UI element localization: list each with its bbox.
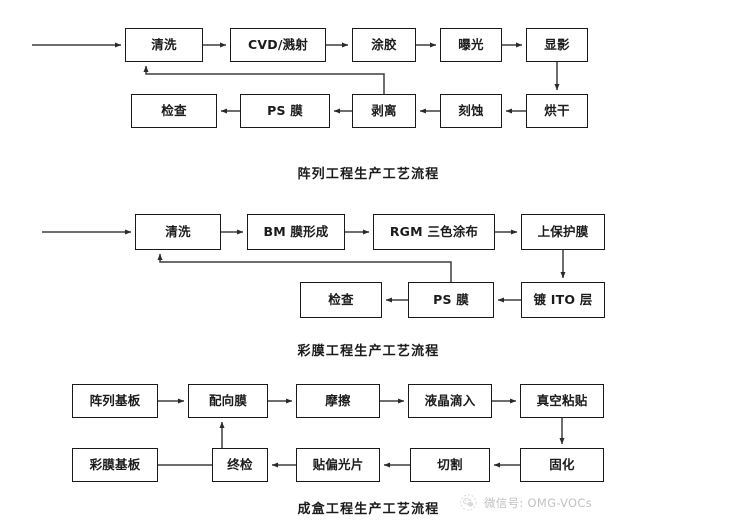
- process-box-m5: 镀 ITO 层: [521, 282, 605, 318]
- process-box-label: 显影: [544, 37, 570, 53]
- process-box-label: PS 膜: [267, 103, 303, 119]
- process-box-n7: 刻蚀: [440, 94, 502, 128]
- process-box-m1: 清洗: [135, 214, 221, 250]
- process-box-label: 剥离: [371, 103, 397, 119]
- process-box-n3: 涂胶: [352, 28, 416, 62]
- process-box-label: 终检: [227, 457, 253, 473]
- wechat-logo-icon: [460, 494, 477, 511]
- process-box-n4: 曝光: [440, 28, 502, 62]
- process-box-m6: PS 膜: [408, 282, 494, 318]
- process-box-label: 固化: [549, 457, 575, 473]
- process-box-c7: 切割: [410, 448, 490, 482]
- process-box-label: 阵列基板: [89, 393, 141, 409]
- process-box-m2: BM 膜形成: [247, 214, 345, 250]
- process-box-m7: 检查: [300, 282, 382, 318]
- process-box-m4: 上保护膜: [521, 214, 605, 250]
- process-box-label: 液晶滴入: [424, 393, 476, 409]
- process-box-n1: 清洗: [125, 28, 203, 62]
- process-box-n5: 显影: [526, 28, 588, 62]
- flow-arrow: [143, 65, 385, 94]
- process-box-n6: 烘干: [526, 94, 588, 128]
- process-box-label: CVD/溅射: [248, 37, 308, 53]
- process-box-label: 镀 ITO 层: [533, 292, 593, 308]
- flow-arrow: [157, 253, 452, 282]
- watermark-text: 微信号: OMG-VOCs: [484, 495, 593, 510]
- process-box-c3: 摩擦: [296, 384, 380, 418]
- process-box-label: 配向膜: [208, 393, 248, 409]
- process-box-c4: 液晶滴入: [408, 384, 492, 418]
- process-box-m3: RGM 三色涂布: [373, 214, 495, 250]
- process-box-label: 上保护膜: [537, 224, 589, 240]
- process-box-c8: 贴偏光片: [296, 448, 380, 482]
- process-box-label: 烘干: [544, 103, 570, 119]
- process-box-label: 检查: [328, 292, 354, 308]
- process-box-label: 彩膜基板: [89, 457, 141, 473]
- process-box-n10: 检查: [131, 94, 217, 128]
- diagram-title-2: 彩膜工程生产工艺流程: [297, 344, 440, 359]
- process-box-label: 清洗: [151, 37, 177, 53]
- diagram-title-1: 阵列工程生产工艺流程: [297, 167, 440, 182]
- process-box-label: 摩擦: [325, 393, 351, 409]
- process-box-label: 涂胶: [371, 37, 397, 53]
- process-box-n2: CVD/溅射: [230, 28, 326, 62]
- process-box-label: 贴偏光片: [312, 457, 364, 473]
- process-box-label: 刻蚀: [458, 103, 484, 119]
- process-box-c2: 配向膜: [188, 384, 268, 418]
- process-box-label: BM 膜形成: [263, 224, 329, 240]
- process-box-c1: 阵列基板: [72, 384, 158, 418]
- process-box-label: 切割: [437, 457, 463, 473]
- process-box-label: 真空粘贴: [536, 393, 588, 409]
- process-box-n9: PS 膜: [240, 94, 330, 128]
- diagram-title-3: 成盒工程生产工艺流程: [297, 502, 440, 517]
- process-box-n8: 剥离: [352, 94, 416, 128]
- process-box-label: 检查: [161, 103, 187, 119]
- process-box-c5: 真空粘贴: [520, 384, 604, 418]
- process-box-c6: 固化: [520, 448, 604, 482]
- process-box-label: 曝光: [458, 37, 484, 53]
- process-box-label: 清洗: [165, 224, 191, 240]
- watermark: 微信号: OMG-VOCs: [460, 494, 592, 511]
- process-box-label: RGM 三色涂布: [389, 224, 479, 240]
- process-box-label: PS 膜: [433, 292, 469, 308]
- process-box-c10: 彩膜基板: [72, 448, 158, 482]
- process-box-c9: 终检: [212, 448, 268, 482]
